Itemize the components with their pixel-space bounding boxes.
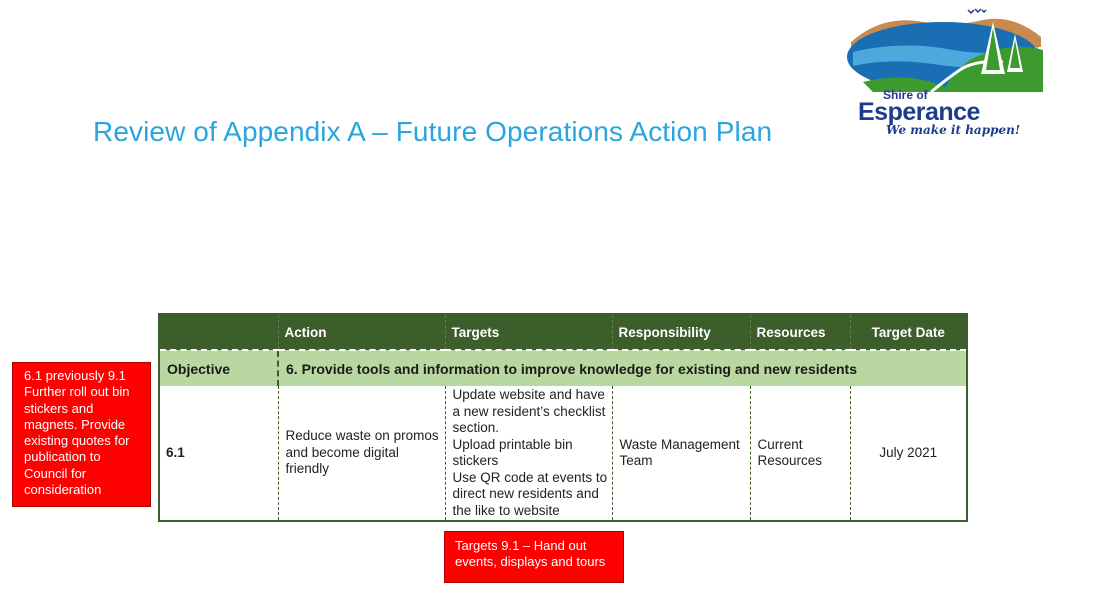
objective-text: 6. Provide tools and information to impr… [277,349,966,386]
header-resources: Resources [749,315,850,350]
table-header-row: Action Targets Responsibility Resources … [160,315,966,350]
header-id [160,315,278,350]
row-targets: Update website and have a new resident’s… [444,386,612,520]
row-resources: Current Resources [749,386,850,520]
objective-label: Objective [160,349,278,386]
row-id: 6.1 [160,386,278,520]
note-bottom: Targets 9.1 – Hand out events, displays … [444,531,624,583]
row-action: Reduce waste on promos and become digita… [277,386,445,520]
header-targets: Targets [444,315,612,350]
logo-motto: We make it happen! [886,123,1021,137]
header-action: Action [277,315,445,350]
objective-row: Objective 6. Provide tools and informati… [160,349,966,386]
action-plan-table: Action Targets Responsibility Resources … [158,313,968,522]
row-target-date: July 2021 [849,386,966,520]
target-item: Update website and have a new resident’s… [452,387,606,435]
header-target-date: Target Date [849,315,966,350]
row-responsibility: Waste Management Team [611,386,750,520]
table-row: 6.1 Reduce waste on promos and become di… [160,386,966,520]
header-responsibility: Responsibility [611,315,750,350]
logo-line2: Esperance [858,98,980,126]
page-title: Review of Appendix A – Future Operations… [93,116,773,147]
target-item: Upload printable bin stickers [452,436,573,469]
note-left: 6.1 previously 9.1 Further roll out bin … [12,362,151,507]
landscape-logo-icon [847,8,1043,94]
target-item: Use QR code at events to direct new resi… [452,469,608,518]
shire-of-esperance-logo: Shire of Esperance We make it happen! [843,2,1048,146]
logo-line1: Shire of [883,88,928,102]
